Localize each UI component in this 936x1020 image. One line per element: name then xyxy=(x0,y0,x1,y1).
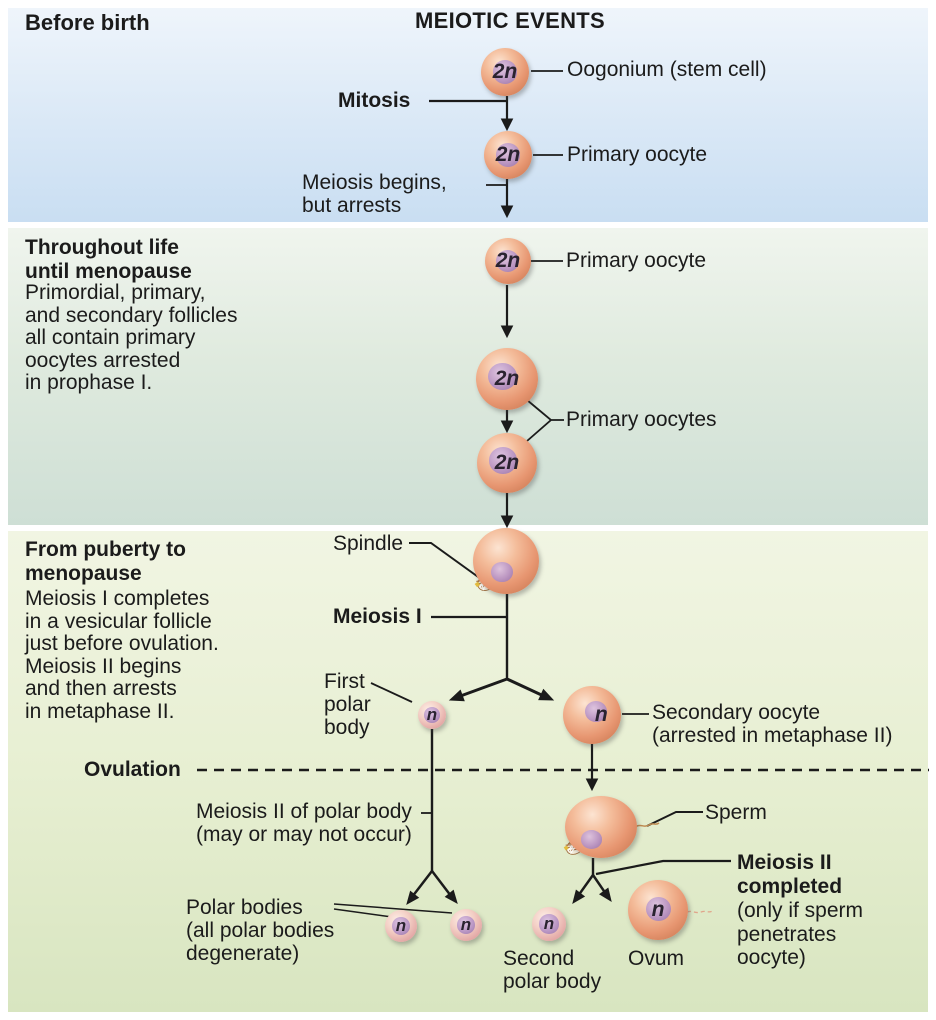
ploidy-label: 2n xyxy=(495,143,521,166)
ploidy-label: 2n xyxy=(492,60,518,83)
cell-ovum: n xyxy=(628,880,688,940)
ploidy-label: 2n xyxy=(494,451,520,474)
cell-polar-body-2: n xyxy=(450,909,482,941)
cell-primary-oocyte-4: 2n xyxy=(477,433,537,493)
label-primary-oocyte-1: Primary oocyte xyxy=(567,143,708,166)
cell-primary-oocyte-1: 2n xyxy=(484,131,532,179)
cell-first-polar-body: n xyxy=(418,701,446,729)
cell-primary-oocyte-3: 2n xyxy=(476,348,538,410)
nucleus xyxy=(585,701,608,722)
ploidy-label: n xyxy=(460,915,472,934)
nucleus xyxy=(488,362,517,391)
diagram-title: MEIOTIC EVENTS xyxy=(415,8,605,33)
label-sperm: Sperm xyxy=(705,801,767,824)
nucleus xyxy=(646,896,672,921)
heading-puberty: From puberty to menopause xyxy=(25,538,186,585)
ploidy-label: n xyxy=(426,705,438,724)
label-ovulation: Ovulation xyxy=(84,758,181,781)
nucleus xyxy=(489,447,517,474)
sperm-trail-icon xyxy=(686,909,715,914)
ploidy-label: n xyxy=(543,914,555,933)
label-meiosis-begins: Meiosis begins, but arrests xyxy=(302,171,447,217)
cell-secondary-oocyte: n xyxy=(563,686,621,744)
nucleus xyxy=(456,916,476,934)
nucleus xyxy=(491,562,513,583)
text-throughout-life: Primordial, primary, and secondary folli… xyxy=(25,281,238,394)
label-meiosis-2-completed: Meiosis II completed xyxy=(737,851,843,898)
heading-before-birth: Before birth xyxy=(25,10,150,35)
label-meiosis-2-polar-body: Meiosis II of polar body (may or may not… xyxy=(196,800,412,846)
label-meiosis-2-completed-note: (only if sperm penetrates oocyte) xyxy=(737,899,864,969)
ploidy-label: n xyxy=(594,703,608,726)
cell-penetrated-oocyte xyxy=(565,796,637,858)
pointer-lines xyxy=(333,70,731,918)
label-oogonium: Oogonium (stem cell) xyxy=(567,58,767,81)
label-meiosis-1: Meiosis I xyxy=(333,605,422,628)
cell-oocyte-with-spindle xyxy=(473,528,539,594)
nucleus xyxy=(423,707,441,723)
label-mitosis: Mitosis xyxy=(338,89,411,112)
nucleus xyxy=(492,60,517,84)
label-primary-oocyte-2: Primary oocyte xyxy=(566,249,707,272)
cell-polar-body-1: n xyxy=(385,910,417,942)
label-ovum: Ovum xyxy=(628,947,685,970)
nucleus xyxy=(495,143,520,167)
nucleus xyxy=(391,917,411,935)
cell-oogonium: 2n xyxy=(481,48,529,96)
nucleus xyxy=(539,914,559,934)
nucleus xyxy=(496,249,520,273)
label-primary-oocytes: Primary oocytes xyxy=(566,408,717,431)
label-secondary-oocyte: Secondary oocyte (arrested in metaphase … xyxy=(652,701,893,747)
heading-throughout-life: Throughout life until menopause xyxy=(25,236,192,283)
section-throughout-life xyxy=(8,228,928,525)
ploidy-label: 2n xyxy=(495,249,521,272)
label-first-polar-body: First polar body xyxy=(324,670,371,739)
ploidy-label: n xyxy=(651,898,665,921)
label-second-polar-body: Second polar body xyxy=(503,947,602,993)
ploidy-label: 2n xyxy=(494,367,520,390)
section-before-birth xyxy=(8,8,928,222)
ploidy-label: n xyxy=(395,916,407,935)
label-polar-bodies: Polar bodies (all polar bodies degenerat… xyxy=(186,896,335,965)
cell-second-polar-body: n xyxy=(532,907,566,941)
nucleus xyxy=(580,830,603,849)
flow-arrows xyxy=(406,96,612,906)
text-puberty: Meiosis I completes in a vesicular folli… xyxy=(25,587,219,723)
cell-primary-oocyte-2: 2n xyxy=(485,238,531,284)
label-spindle: Spindle xyxy=(333,532,404,555)
